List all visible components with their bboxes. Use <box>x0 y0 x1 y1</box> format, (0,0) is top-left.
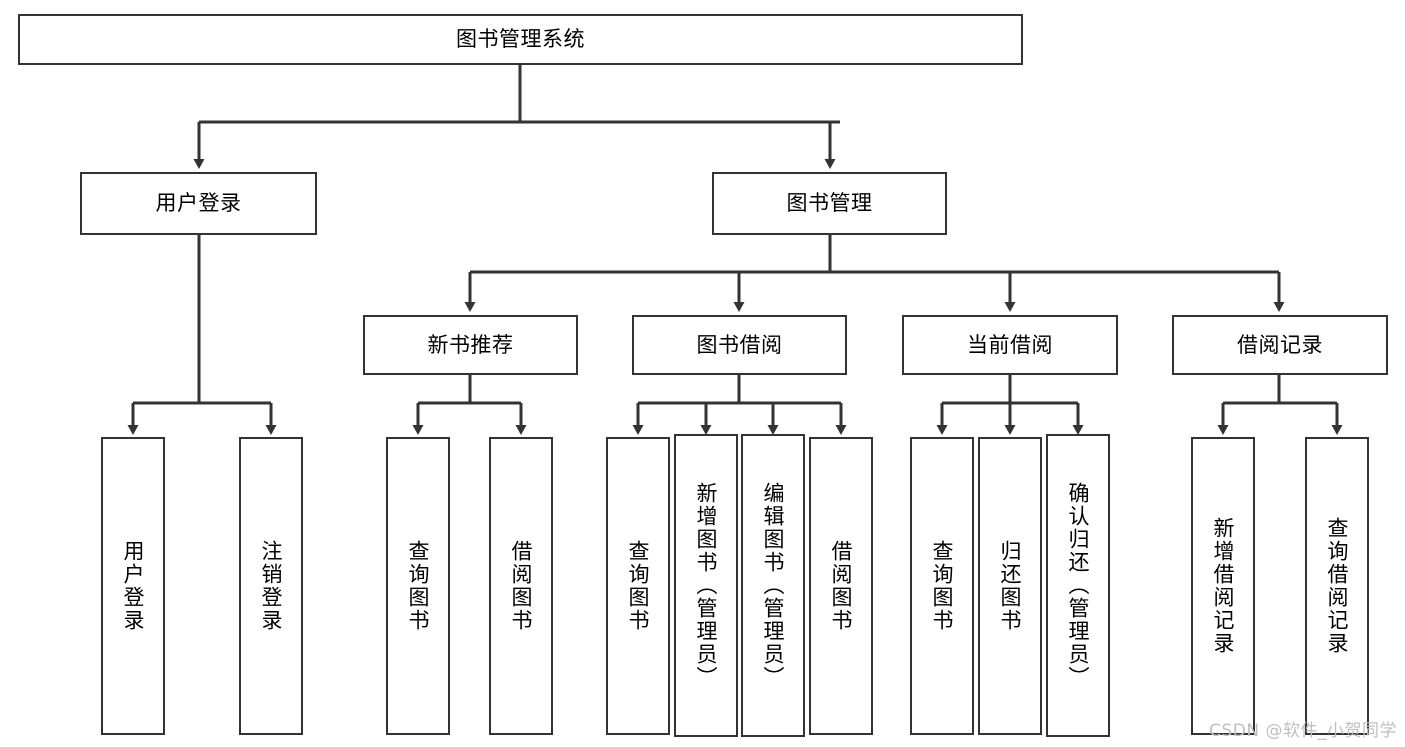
node-label: 用户登录 <box>121 540 146 632</box>
node-book-borrow[interactable]: 图书借阅 <box>632 315 847 375</box>
node-label: 新书推荐 <box>427 332 514 357</box>
node-label: 用户登录 <box>155 191 242 216</box>
node-label: 图书管理 <box>786 191 873 216</box>
node-label: 借阅图书 <box>829 540 854 632</box>
node-label: 新增借阅记录 <box>1211 517 1236 655</box>
node-label: 查询图书 <box>626 540 651 632</box>
node-label: 借阅图书 <box>509 540 534 632</box>
node-label: 查询借阅记录 <box>1325 517 1350 655</box>
watermark-text: CSDN @软件_小贺同学 <box>1209 721 1397 741</box>
leaf-user-login-login[interactable]: 用户登录 <box>101 437 165 735</box>
leaf-book-borrow-edit[interactable]: 编辑图书（管理员） <box>741 434 805 737</box>
node-label: 注销登录 <box>259 540 284 632</box>
node-current-borrow[interactable]: 当前借阅 <box>902 315 1118 375</box>
node-new-book-recommend[interactable]: 新书推荐 <box>363 315 578 375</box>
leaf-borrow-record-add[interactable]: 新增借阅记录 <box>1191 437 1255 735</box>
leaf-current-borrow-query[interactable]: 查询图书 <box>910 437 974 735</box>
node-label: 编辑图书（管理员） <box>761 482 786 689</box>
node-label: 借阅记录 <box>1237 332 1323 357</box>
leaf-borrow-record-query[interactable]: 查询借阅记录 <box>1305 437 1369 735</box>
leaf-book-borrow-borrow[interactable]: 借阅图书 <box>809 437 873 735</box>
leaf-new-book-query[interactable]: 查询图书 <box>386 437 450 735</box>
node-book-management[interactable]: 图书管理 <box>712 172 947 235</box>
leaf-user-login-logout[interactable]: 注销登录 <box>239 437 303 735</box>
node-borrow-record[interactable]: 借阅记录 <box>1172 315 1388 375</box>
leaf-book-borrow-query[interactable]: 查询图书 <box>606 437 670 735</box>
node-label: 查询图书 <box>406 540 431 632</box>
node-label: 图书管理系统 <box>456 27 585 52</box>
leaf-new-book-borrow[interactable]: 借阅图书 <box>489 437 553 735</box>
node-label: 查询图书 <box>930 540 955 632</box>
leaf-book-borrow-add[interactable]: 新增图书（管理员） <box>674 434 738 737</box>
leaf-current-borrow-confirm-return[interactable]: 确认归还（管理员） <box>1046 434 1110 737</box>
node-label: 新增图书（管理员） <box>694 482 719 689</box>
node-user-login[interactable]: 用户登录 <box>80 172 317 235</box>
node-label: 归还图书 <box>998 540 1023 632</box>
node-root-book-management-system[interactable]: 图书管理系统 <box>18 14 1023 65</box>
node-label: 当前借阅 <box>967 332 1053 357</box>
node-label: 图书借阅 <box>696 332 783 357</box>
leaf-current-borrow-return[interactable]: 归还图书 <box>978 437 1042 735</box>
node-label: 确认归还（管理员） <box>1066 482 1091 689</box>
